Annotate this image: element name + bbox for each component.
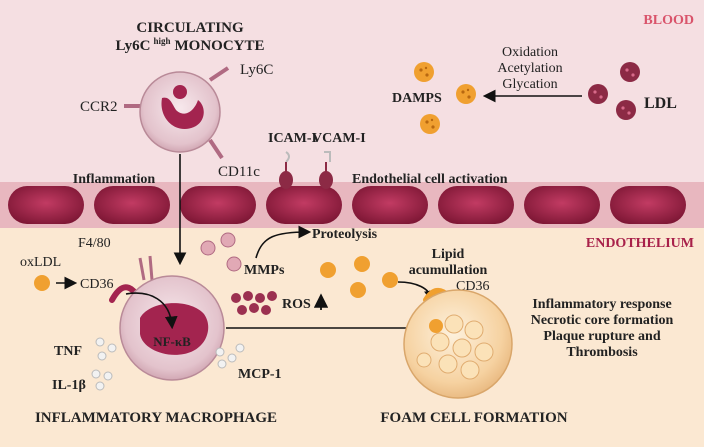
vcam-label: VCAM-I <box>312 131 366 146</box>
oxldl-particle <box>34 275 50 291</box>
endothelial-activation-label: Endothelial cell activation <box>352 172 508 187</box>
blood-label: BLOOD <box>643 13 694 28</box>
endothelial-cell <box>266 186 342 224</box>
foam-cell <box>403 289 513 399</box>
macrophage-cell <box>119 275 225 381</box>
ros-particles <box>231 291 277 315</box>
endothelial-cell <box>438 186 514 224</box>
endothelial-cell <box>610 186 686 224</box>
icam-label: ICAM-I <box>268 131 317 146</box>
tnf-particles <box>95 337 117 361</box>
endothelial-cell <box>352 186 428 224</box>
ly6c-label: Ly6C <box>240 62 273 78</box>
mcp1-label: MCP-1 <box>238 367 282 382</box>
outcome-inflammatory-response: Inflammatory response <box>532 297 671 312</box>
outcome-thrombosis: Thrombosis <box>566 345 638 360</box>
foam-cell-title: FOAM CELL FORMATION <box>380 410 567 426</box>
proteolysis-arrow <box>255 225 312 259</box>
ccr2-label: CCR2 <box>80 99 118 115</box>
ros-label: ROS <box>282 297 311 312</box>
outcome-necrotic-core: Necrotic core formation <box>531 313 674 328</box>
modification-acetylation: Acetylation <box>497 61 562 76</box>
endothelium-label: ENDOTHELIUM <box>586 236 694 251</box>
ldl-label: LDL <box>644 95 677 112</box>
damps-label: DAMPS <box>392 91 442 106</box>
modification-oxidation: Oxidation <box>502 45 558 60</box>
monocyte-cell <box>124 66 230 160</box>
endothelial-layer <box>0 182 704 228</box>
cd36-signal-arrow <box>125 292 178 330</box>
mcp1-particles <box>215 343 245 369</box>
f480-label: F4/80 <box>78 236 111 251</box>
oxldl-label: oxLDL <box>20 255 61 270</box>
tnf-label: TNF <box>54 344 82 359</box>
f480-receptor <box>138 255 154 281</box>
nfkb-label: NF-κB <box>153 334 191 349</box>
outcome-plaque-rupture: Plaque rupture and <box>543 329 660 344</box>
inflammation-label: Inflammation <box>73 172 156 187</box>
cd11c-label: CD11c <box>218 164 260 180</box>
icam-molecule <box>279 151 293 189</box>
endothelial-cell <box>94 186 170 224</box>
mmps-particles <box>200 232 242 272</box>
endothelial-cell <box>8 186 84 224</box>
monocyte-title-line1: CIRCULATING <box>136 20 244 36</box>
endothelial-cell <box>180 186 256 224</box>
macrophage-title: INFLAMMATORY MACROPHAGE <box>35 410 277 426</box>
lipid-label-line1: Lipid <box>432 247 465 262</box>
proteolysis-label: Proteolysis <box>312 227 378 242</box>
endothelial-cell <box>524 186 600 224</box>
il1b-label: IL-1β <box>52 378 86 393</box>
mmps-label: MMPs <box>244 263 285 278</box>
il1b-particles <box>91 369 113 391</box>
damps-particles <box>414 62 476 134</box>
oxldl-particles <box>320 256 398 298</box>
vcam-molecule <box>319 151 333 189</box>
blood-region <box>0 0 704 195</box>
cd36-macrophage-label: CD36 <box>80 277 113 292</box>
ldl-particles <box>588 62 640 120</box>
lipid-label-line2: acumullation <box>409 263 488 278</box>
endothelium-region <box>0 195 704 447</box>
modification-glycation: Glycation <box>502 77 557 92</box>
